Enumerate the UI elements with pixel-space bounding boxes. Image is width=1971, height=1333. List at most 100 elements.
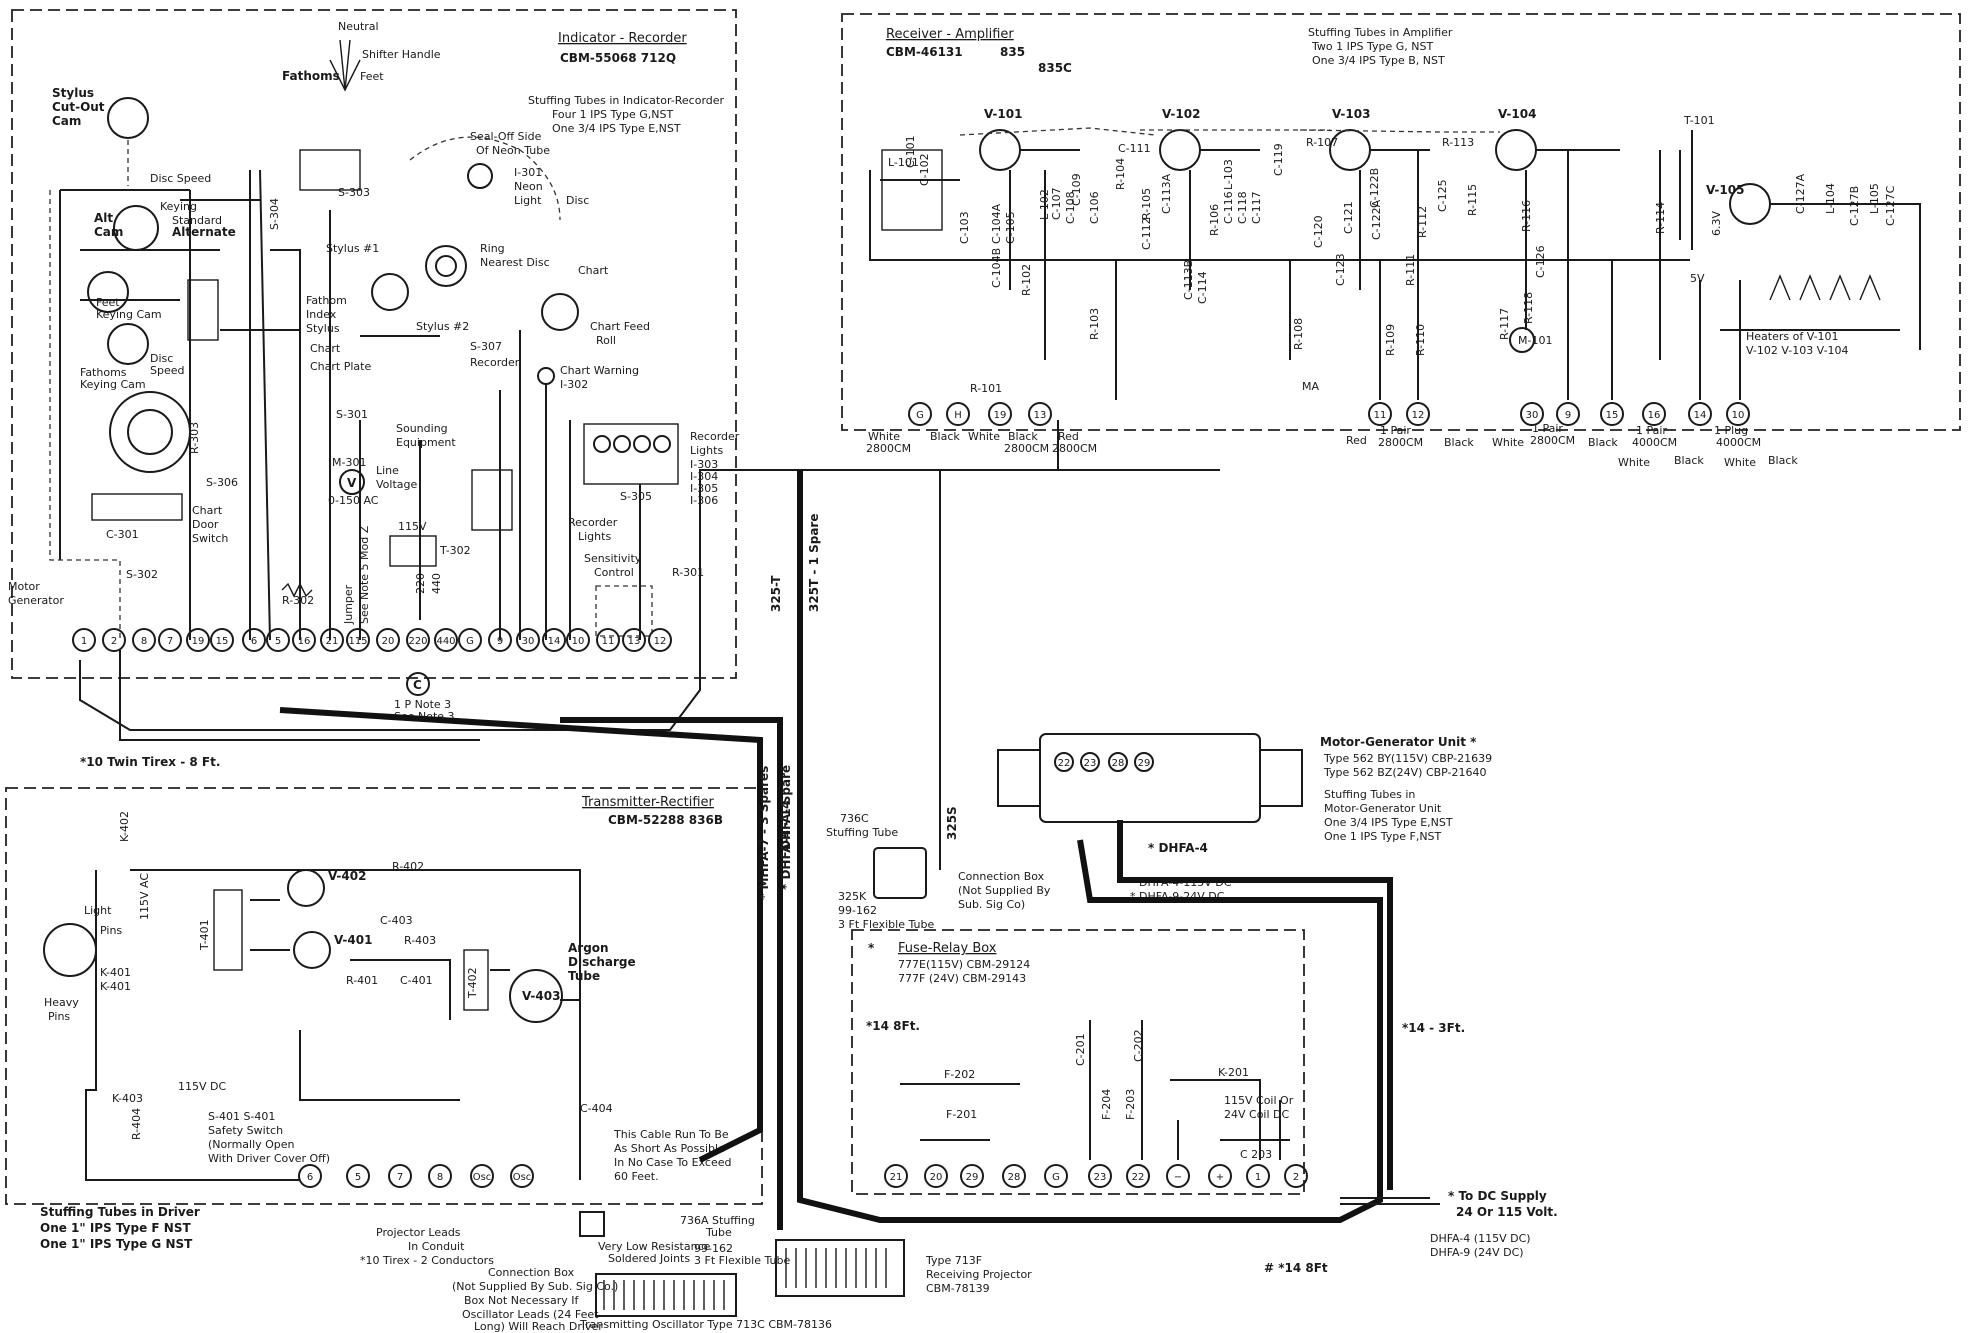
svg-text:14: 14 bbox=[548, 636, 561, 647]
component-label: 1 Pair bbox=[1532, 422, 1563, 435]
svg-text:10: 10 bbox=[572, 636, 585, 647]
transmitting-oscillator bbox=[595, 1273, 737, 1317]
component-label: C-122A bbox=[1370, 199, 1383, 240]
receiver-terminal: 10 bbox=[1726, 402, 1750, 426]
feet-cam-symbol bbox=[87, 271, 129, 313]
v115dc-label: 115V DC bbox=[178, 1080, 226, 1093]
r404-label: R-404 bbox=[130, 1108, 143, 1140]
cable-note-2: As Short As Possible bbox=[614, 1142, 725, 1155]
cable-mhfa7: * MHFA-7 - 3 Spares bbox=[757, 766, 771, 900]
mg-stuffing-4: One 1 IPS Type F,NST bbox=[1324, 830, 1442, 843]
receiving-3: CBM-78139 bbox=[926, 1282, 990, 1295]
component-label: C-122B bbox=[1368, 168, 1381, 208]
component-label: MA bbox=[1302, 380, 1319, 393]
component-label: R-113 bbox=[1442, 136, 1474, 149]
indicator-terminal: 16 bbox=[292, 628, 316, 652]
k403-label: K-403 bbox=[112, 1092, 143, 1105]
indicator-stuffing-1: Stuffing Tubes in Indicator-Recorder bbox=[528, 94, 725, 107]
fuse-relay-terminal: 2 bbox=[1284, 1164, 1308, 1188]
argon-1: Argon bbox=[568, 941, 609, 955]
neon-1: I-301 bbox=[514, 166, 542, 179]
ring-label-2: Nearest Disc bbox=[480, 256, 550, 269]
indicator-terminal: 12 bbox=[648, 628, 672, 652]
component-label: C 203 bbox=[1240, 1148, 1272, 1161]
component-label: White bbox=[968, 430, 1000, 443]
indicator-recorder-unit: Indicator - Recorder CBM-55068 712Q Stuf… bbox=[8, 20, 1220, 731]
component-label: C-119 bbox=[1272, 143, 1285, 176]
receiver-terminal: 12 bbox=[1406, 402, 1430, 426]
fuse-relay-unit: * Fuse-Relay Box 777E(115V) CBM-29124 77… bbox=[868, 941, 1308, 1188]
transmitter-rectifier-unit: Transmitter-Rectifier CBM-52288 836B K-4… bbox=[43, 795, 732, 1188]
indicator-title: Indicator - Recorder bbox=[558, 31, 687, 46]
component-label: C-126 bbox=[1534, 245, 1547, 278]
component-label: R-115 bbox=[1466, 184, 1479, 216]
component-label: C-125 bbox=[1436, 179, 1449, 212]
component-label: 4000CM bbox=[1632, 436, 1677, 449]
component-label: R-118 bbox=[1522, 292, 1535, 324]
component-label: R-106 bbox=[1208, 204, 1221, 236]
line-voltage-meter bbox=[339, 469, 365, 495]
component-label: Red bbox=[1058, 430, 1079, 443]
neutral-label: Neutral bbox=[338, 20, 379, 33]
transmitter-terminal: 7 bbox=[388, 1164, 412, 1188]
tube-v101 bbox=[979, 129, 1021, 171]
recorder-lights-6: I-306 bbox=[690, 494, 718, 507]
component-label: Black bbox=[1674, 454, 1704, 467]
jumper-1: Jumper bbox=[342, 584, 355, 625]
svg-text:15: 15 bbox=[216, 636, 229, 647]
svg-text:6: 6 bbox=[307, 1172, 313, 1183]
indicator-terminal: 1 bbox=[72, 628, 96, 652]
seal-off-1: Seal-Off Side bbox=[470, 130, 542, 143]
conn-box2-3: Box Not Necessary If bbox=[464, 1294, 579, 1307]
meter-v-glyph: V bbox=[347, 476, 357, 490]
component-label: 5V bbox=[1690, 272, 1705, 285]
svg-text:7: 7 bbox=[167, 636, 173, 647]
neon-3: Light bbox=[514, 194, 542, 207]
component-label: C-116 bbox=[1222, 191, 1235, 224]
component-label: C-201 bbox=[1074, 1033, 1087, 1066]
r402-label: R-402 bbox=[392, 860, 424, 873]
fuse-relay-terminal: 1 bbox=[1246, 1164, 1270, 1188]
receiver-model: CBM-46131 bbox=[886, 45, 963, 59]
chart-warning-2: I-302 bbox=[560, 378, 588, 391]
component-label: Black bbox=[1444, 436, 1474, 449]
component-label: F-202 bbox=[944, 1068, 975, 1081]
jumper-2: See Note 5 Mod Z bbox=[358, 525, 371, 624]
component-label: C-104A bbox=[990, 203, 1003, 244]
component-label: C-103 bbox=[958, 211, 971, 244]
indicator-terminal: 8 bbox=[132, 628, 156, 652]
indicator-terminal: 11 bbox=[596, 628, 620, 652]
interconnect-cables bbox=[119, 420, 1440, 1230]
svg-text:14: 14 bbox=[1694, 410, 1707, 421]
cable-dhfa4-spare: * DHFA-4 - 1 Spare bbox=[779, 765, 793, 890]
dhfa-supply-2: DHFA-9 (24V DC) bbox=[1430, 1246, 1524, 1259]
soldered-2: Soldered Joints bbox=[608, 1252, 690, 1265]
svg-text:19: 19 bbox=[994, 410, 1007, 421]
component-label: R-104 bbox=[1114, 158, 1127, 190]
s401-3: (Normally Open bbox=[208, 1138, 295, 1151]
s302-label: S-302 bbox=[126, 568, 158, 581]
mg-title-2: Type 562 BY(115V) CBP-21639 bbox=[1323, 752, 1492, 765]
svg-text:12: 12 bbox=[1412, 410, 1425, 421]
component-label: White bbox=[1724, 456, 1756, 469]
component-label: 4000CM bbox=[1716, 436, 1761, 449]
component-label: C-127A bbox=[1794, 173, 1807, 214]
component-label: C-113A bbox=[1160, 173, 1173, 214]
component-label: R-108 bbox=[1292, 318, 1305, 350]
transmitter-terminal: Osc bbox=[510, 1164, 534, 1188]
indicator-stuffing-2: Four 1 IPS Type G,NST bbox=[552, 108, 674, 121]
svg-text:G: G bbox=[466, 636, 474, 647]
svg-text:G: G bbox=[916, 410, 924, 421]
chart-door-2: Door bbox=[192, 518, 219, 531]
motor-gen-terminal: 23 bbox=[1080, 752, 1100, 772]
fuse-model-1: 777E(115V) CBM-29124 bbox=[898, 958, 1030, 971]
ring-label-1: Ring bbox=[480, 242, 505, 255]
t401-symbol bbox=[213, 889, 243, 971]
heavy-pins-2: Pins bbox=[48, 1010, 70, 1023]
component-label: 6.3V bbox=[1710, 211, 1723, 236]
receiver-terminal: 11 bbox=[1368, 402, 1392, 426]
neon-light-symbol bbox=[467, 163, 493, 189]
connection-box-1 bbox=[873, 847, 927, 899]
